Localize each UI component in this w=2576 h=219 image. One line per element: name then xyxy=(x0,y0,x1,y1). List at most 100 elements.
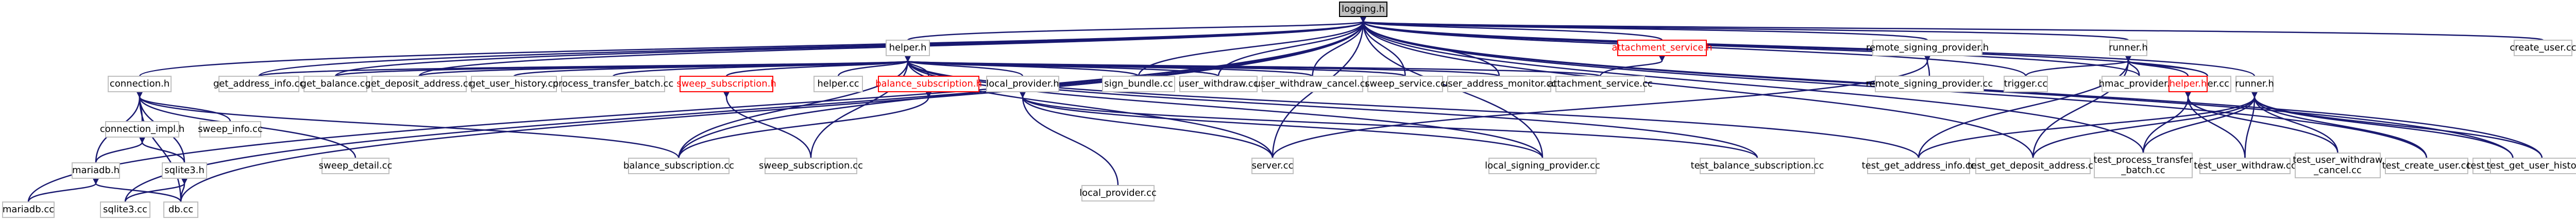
node-balance-subscription-h[interactable]: balance_subscription.h xyxy=(875,76,982,92)
node-local-provider-cc[interactable]: local_provider.cc xyxy=(1079,185,1157,201)
node-sweep-subscription-cc[interactable]: sweep_subscription.cc xyxy=(759,158,863,174)
node-get-balance-cc[interactable]: get_balance.cc xyxy=(301,76,370,92)
edge-root-to-test-get-deposit-address-cc xyxy=(1363,22,2034,159)
node-runner-h-mid[interactable]: runner.h xyxy=(2235,76,2274,92)
node-box-local-provider-cc[interactable] xyxy=(1081,185,1155,201)
node-remote-signing-provider-h[interactable]: remote_signing_provider.h xyxy=(1866,40,1989,56)
node-box-get-address-info-cc[interactable] xyxy=(218,76,299,92)
node-user-withdraw-cancel-cc[interactable]: user_withdraw_cancel.cc xyxy=(1255,76,1370,92)
node-box-get-balance-cc[interactable] xyxy=(303,76,367,92)
node-box-connection-impl-h[interactable] xyxy=(105,121,179,138)
node-box-create-user-cc[interactable] xyxy=(2514,40,2572,56)
node-box-sqlite3-cc[interactable] xyxy=(100,201,150,218)
node-box-test-get-deposit-address-cc[interactable] xyxy=(1975,158,2091,174)
node-attachment-service-h[interactable]: attachment_service.h xyxy=(1612,40,1713,56)
node-box-hmac-provider-cc[interactable] xyxy=(2102,76,2177,92)
node-test-user-withdraw-cancel-cc[interactable]: test_user_withdraw_cancel.cc xyxy=(2293,153,2383,178)
node-box-sweep-subscription-cc[interactable] xyxy=(765,158,857,174)
node-box-process-transfer-batch-cc[interactable] xyxy=(561,76,665,92)
node-box-user-address-monitor-cc[interactable] xyxy=(1447,76,1551,92)
node-sweep-info-cc[interactable]: sweep_info.cc xyxy=(198,121,263,138)
node-get-user-history-cc[interactable]: get_user_history.cc xyxy=(470,76,558,92)
node-user-withdraw-cc[interactable]: user_withdraw.cc xyxy=(1179,76,1259,92)
node-get-address-info-cc[interactable]: get_address_info.cc xyxy=(213,76,304,92)
node-box-user-withdraw-cancel-cc[interactable] xyxy=(1262,76,1363,92)
node-box-local-signing-provider-cc[interactable] xyxy=(1488,158,1597,174)
node-box-test-balance-subscription-cc[interactable] xyxy=(1700,158,1815,174)
node-box-attachment-service-h[interactable] xyxy=(1617,40,1707,56)
node-box-get-deposit-address-cc[interactable] xyxy=(371,76,467,92)
node-trigger-cc[interactable]: trigger.cc xyxy=(2004,76,2048,92)
node-mariadb-cc[interactable]: mariadb.cc xyxy=(2,201,55,218)
node-root[interactable]: logging.h xyxy=(1339,2,1387,17)
node-user-address-monitor-cc[interactable]: user_address_monitor.cc xyxy=(1442,76,1556,92)
node-box-runner-h-mid[interactable] xyxy=(2235,76,2274,92)
node-box-test-get-address-info-cc[interactable] xyxy=(1867,158,1970,174)
node-box-sign-bundle-cc[interactable] xyxy=(1102,76,1175,92)
node-box-user-withdraw-cc[interactable] xyxy=(1179,76,1258,92)
node-sqlite3-h[interactable]: sqlite3.h xyxy=(162,162,207,179)
node-box-mariadb-cc[interactable] xyxy=(2,201,55,218)
node-box-sweep-service-cc[interactable] xyxy=(1367,76,1443,92)
node-box-connection-h[interactable] xyxy=(108,76,172,92)
node-sweep-detail-cc[interactable]: sweep_detail.cc xyxy=(319,158,393,174)
node-box-helper-h[interactable] xyxy=(886,40,930,56)
node-local-signing-provider-cc[interactable]: local_signing_provider.cc xyxy=(1485,158,1600,174)
node-box-get-user-history-cc[interactable] xyxy=(471,76,557,92)
node-test-process-transfer-batch-cc[interactable]: test_process_transfer_batch.cc xyxy=(2094,153,2193,178)
node-balance-subscription-cc[interactable]: balance_subscription.cc xyxy=(623,158,734,174)
node-test-get-address-info-cc[interactable]: test_get_address_info.cc xyxy=(1862,158,1976,174)
node-create-user-cc[interactable]: create_user.cc xyxy=(2510,40,2576,56)
node-box-test-user-withdraw-cc[interactable] xyxy=(2199,158,2291,174)
node-box-mariadb-h[interactable] xyxy=(72,162,120,179)
node-box-remote-signing-provider-h[interactable] xyxy=(1872,40,1982,56)
node-box-trigger-cc[interactable] xyxy=(2004,76,2048,92)
node-box-sweep-info-cc[interactable] xyxy=(199,121,261,138)
node-box-test-get-user-history-cc[interactable] xyxy=(2490,158,2576,174)
node-sweep-subscription-h[interactable]: sweep_subscription.h xyxy=(676,76,776,92)
node-box-balance-subscription-cc[interactable] xyxy=(628,158,730,174)
node-box-local-provider-h[interactable] xyxy=(986,76,1059,92)
node-box-test-create-user-cc[interactable] xyxy=(2385,158,2468,174)
node-mariadb-h[interactable]: mariadb.h xyxy=(72,162,120,179)
node-box-sweep-subscription-h[interactable] xyxy=(680,76,773,92)
node-box-root[interactable] xyxy=(1339,2,1387,17)
node-box-remote-signing-provider-cc[interactable] xyxy=(1875,76,1984,92)
node-box-test-user-withdraw-cancel-cc[interactable] xyxy=(2295,153,2381,178)
node-process-transfer-batch-cc[interactable]: process_transfer_batch.cc xyxy=(553,76,674,92)
node-helper-h[interactable]: helper.h xyxy=(886,40,930,56)
node-connection-impl-h[interactable]: connection_impl.h xyxy=(100,121,184,138)
node-box-helper-cc[interactable] xyxy=(814,76,863,92)
node-box-balance-subscription-h[interactable] xyxy=(878,76,979,92)
node-sign-bundle-cc[interactable]: sign_bundle.cc xyxy=(1102,76,1175,92)
node-connection-h[interactable]: connection.h xyxy=(108,76,172,92)
node-test-get-deposit-address-cc[interactable]: test_get_deposit_address.cc xyxy=(1968,158,2098,174)
node-box-runner-h-top[interactable] xyxy=(2109,40,2147,56)
edge-runner-h-mid-to-test-get-balance-cc xyxy=(2255,97,2514,159)
node-remote-signing-provider-cc[interactable]: remote_signing_provider.cc xyxy=(1866,76,1993,92)
node-test-create-user-cc[interactable]: test_create_user.cc xyxy=(2382,158,2471,174)
node-runner-h-top[interactable]: runner.h xyxy=(2109,40,2148,56)
node-local-provider-h[interactable]: local_provider.h xyxy=(986,76,1059,92)
node-box-attachment-service-cc[interactable] xyxy=(1555,76,1645,92)
node-box-test-process-transfer-batch-cc[interactable] xyxy=(2094,153,2193,178)
node-box-sweep-detail-cc[interactable] xyxy=(321,158,389,174)
node-box-server-cc[interactable] xyxy=(1251,158,1294,174)
node-box-db-cc[interactable] xyxy=(163,201,198,218)
node-sweep-service-cc[interactable]: sweep_service.cc xyxy=(1365,76,1446,92)
node-test-balance-subscription-cc[interactable]: test_balance_subscription.cc xyxy=(1691,158,1824,174)
edge-helper-h-to-balance-subscription-cc xyxy=(678,61,908,159)
node-test-user-withdraw-cc[interactable]: test_user_withdraw.cc xyxy=(2194,158,2296,174)
node-sqlite3-cc[interactable]: sqlite3.cc xyxy=(100,201,150,218)
node-test-get-user-history-cc[interactable]: test_get_user_history.cc xyxy=(2486,158,2576,174)
node-attachment-service-cc[interactable]: attachment_service.cc xyxy=(1548,76,1653,92)
node-helper-h-red[interactable]: helper.h xyxy=(2168,76,2208,92)
edge-helper-h-to-attachment-service-cc xyxy=(908,61,1601,77)
node-helper-cc[interactable]: helper.cc xyxy=(814,76,863,92)
node-box-helper-h-red[interactable] xyxy=(2168,76,2208,92)
node-hmac-provider-cc[interactable]: hmac_provider.cc xyxy=(2099,76,2180,92)
node-server-cc[interactable]: server.cc xyxy=(1251,158,1294,174)
node-get-deposit-address-cc[interactable]: get_deposit_address.cc xyxy=(365,76,473,92)
node-box-sqlite3-h[interactable] xyxy=(162,162,207,179)
node-db-cc[interactable]: db.cc xyxy=(163,201,198,218)
